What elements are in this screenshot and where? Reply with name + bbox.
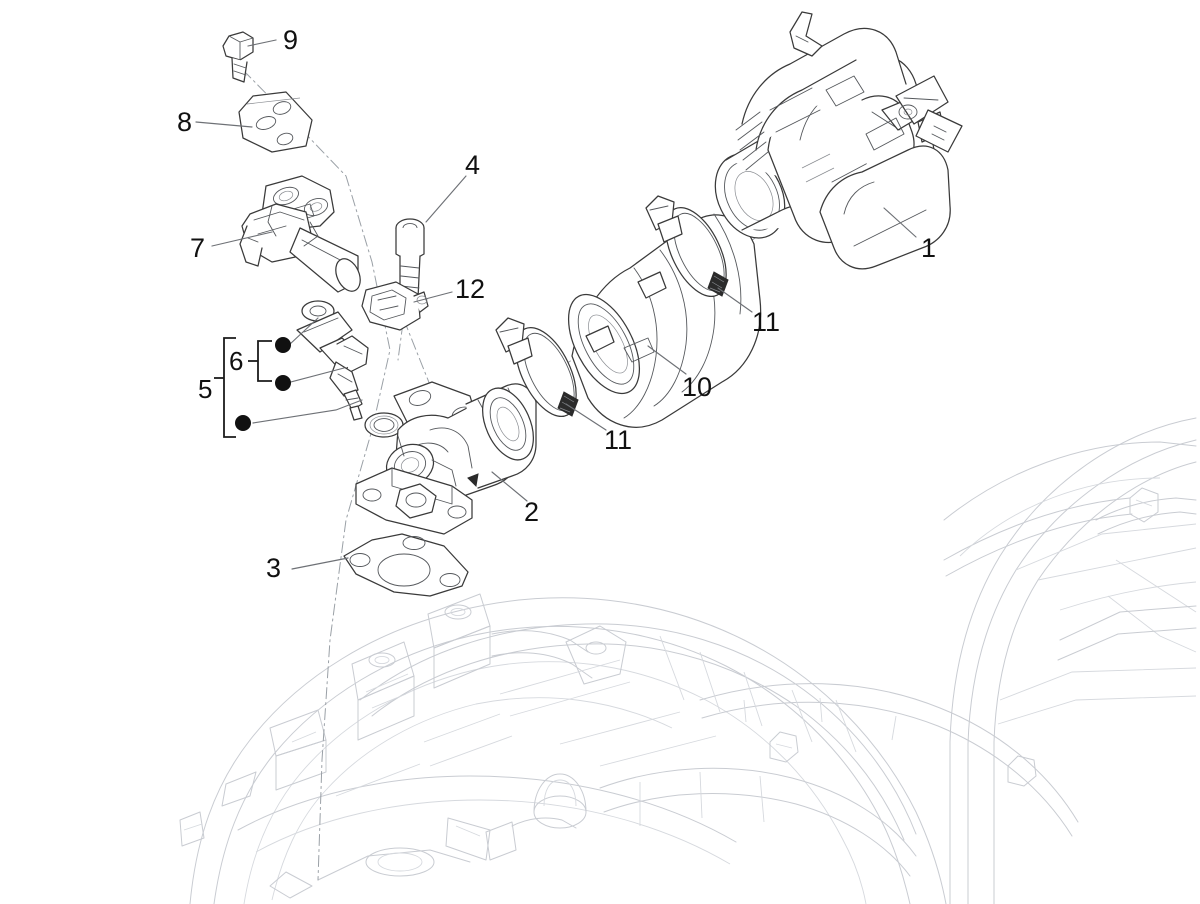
part-7-throttle-position-sensor (239, 175, 361, 293)
leader-9 (247, 39, 277, 47)
ghost-engine-right-cowl (949, 417, 1197, 904)
bullet-5 (235, 415, 251, 431)
callout-label-4: 4 (465, 150, 481, 180)
part-2-intake-manifold (355, 381, 537, 535)
axis-line-left (242, 69, 391, 881)
part-9-hex-bolt (222, 31, 254, 83)
callout-label-12: 12 (455, 274, 486, 304)
callout-label-3: 3 (266, 553, 282, 583)
part-11-hose-clamp-upper (645, 195, 729, 298)
leader-6b (286, 367, 345, 384)
callout-label-1: 1 (921, 233, 937, 263)
part-10-rubber-intake-sleeve (567, 213, 762, 428)
axis-line-screw (397, 239, 415, 361)
leader-5 (252, 399, 363, 424)
leader-3 (291, 557, 349, 570)
callout-label-9: 9 (283, 25, 299, 55)
callout-label-7: 7 (190, 233, 206, 263)
callout-label-2: 2 (524, 497, 540, 527)
group-brackets (214, 337, 291, 438)
leader-10 (647, 345, 687, 375)
bullet-6b (275, 375, 291, 391)
leader-lines (195, 39, 917, 570)
bracket-6 (257, 340, 272, 382)
leader-12 (413, 291, 453, 303)
leader-4 (425, 175, 467, 223)
leader-11b (565, 403, 607, 431)
part-3-manifold-gasket (343, 533, 469, 597)
callout-label-11-lower: 11 (604, 425, 633, 455)
bracket-5 (223, 337, 236, 438)
callout-label-10: 10 (682, 372, 713, 402)
part-6-injector (296, 311, 369, 421)
leader-7 (211, 231, 273, 247)
leader-2 (491, 471, 528, 502)
part-8-mounting-flange (238, 91, 313, 153)
callout-label-6: 6 (229, 346, 244, 376)
leader-8 (195, 121, 253, 128)
leader-1 (883, 207, 917, 238)
leader-6a (288, 317, 319, 346)
part-12-retaining-clip (361, 281, 429, 331)
leader-11a (717, 287, 753, 313)
ghost-engine-crankcase (179, 441, 1197, 904)
callout-label-8: 8 (177, 107, 193, 137)
callout-label-11-upper: 11 (752, 307, 781, 337)
part-1-throttle-body-assembly (714, 11, 963, 270)
bullet-6a (275, 337, 291, 353)
callout-label-5: 5 (198, 374, 213, 404)
